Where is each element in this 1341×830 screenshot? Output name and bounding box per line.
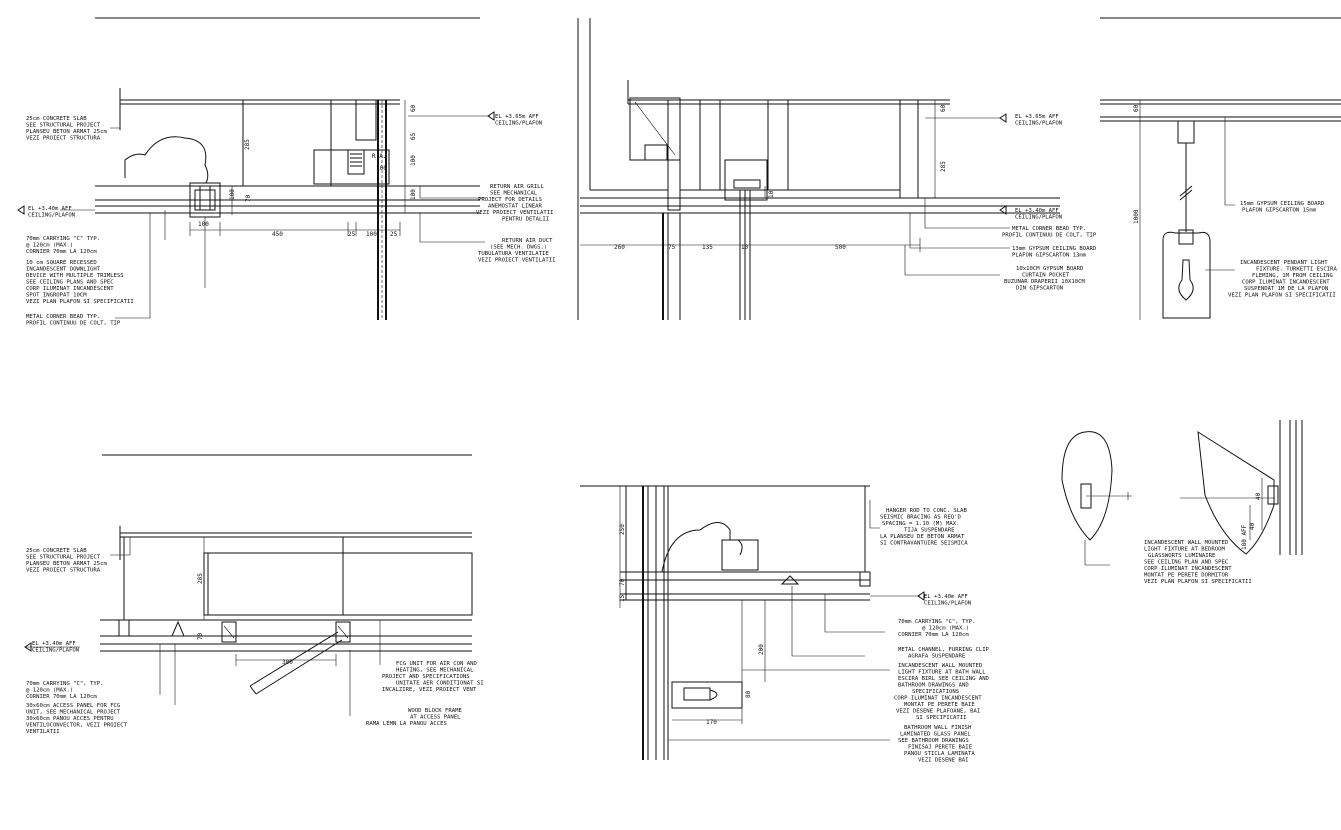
d1-dim-450: 450 [272, 231, 283, 238]
d2-dim-10b: 10 [768, 190, 775, 198]
d2-dim-75: 75 [668, 244, 676, 251]
d3-dim-60: 60 [1133, 104, 1140, 112]
d4-dim-70: 70 [197, 632, 204, 640]
d1-dim-285: 285 [244, 139, 251, 150]
detail-4-access-panel-section [24, 454, 473, 716]
d5-dim-15: 15 [619, 594, 626, 602]
d6-dim-180: 180 AFF [1241, 524, 1248, 550]
d5-dim-250: 250 [619, 524, 626, 535]
d2-dim-135: 135 [702, 244, 713, 251]
d4-carrying-note: 70mm CARRYING "C", TYP.@ 120cm (MAX.)COR… [26, 681, 103, 700]
d5-dim-200: 200 [758, 644, 765, 655]
d1-dim-100b: 100 [410, 189, 417, 200]
d5-dim-80: 80 [745, 690, 752, 698]
d3-dim-1000: 1000 [1133, 209, 1140, 224]
d1-dim-100e: 100 [366, 231, 377, 238]
d4-dim-300: 300 [282, 659, 293, 666]
detail-2-curtain-pocket-section [577, 18, 1060, 320]
d1-corner-bead-note: METAL CORNER BEAD TYP.PROFIL CONTINUU DE… [26, 314, 121, 327]
d4-dim-285: 285 [197, 573, 204, 584]
d1-dim-60: 60 [410, 104, 417, 112]
d5-dim-170: 170 [706, 719, 717, 726]
detail-6-bedroom-wall-light [1061, 420, 1303, 566]
d5-dim-70: 70 [619, 578, 626, 586]
detail-1-soffit-section [17, 17, 495, 320]
d1-dim-100d: 100 [198, 221, 209, 228]
d2-dim-500: 500 [835, 244, 846, 251]
d1-return-duct-note: RETURN AIR DUCT(SEE MECH. DWGS.)TUBULATU… [478, 238, 555, 264]
d5-carrying-note: 70mm CARRYING "C", TYP.@ 120cm (MAX.)COR… [898, 619, 975, 638]
d6-dim-40b: 40 [1249, 522, 1256, 530]
d1-dim-70: 70 [245, 194, 252, 202]
d1-dim-25b: 25 [390, 231, 398, 238]
d1-dim-100a: 100 [410, 155, 417, 166]
d6-dim-40a: 40 [1255, 492, 1262, 500]
detail-5-bathroom-wall-light [580, 485, 925, 760]
detail-3-pendant-light [1100, 17, 1341, 320]
d2-dim-10: 10 [741, 244, 749, 251]
d1-dim-100c: 100 [229, 189, 236, 200]
d2-dim-260: 260 [614, 244, 625, 251]
d1-carrying-note: 70mm CARRYING "C" TYP.@ 120cm (MAX.)CORN… [26, 236, 100, 255]
d2-corner-bead-note: METAL CORNER BEAD TYP.PROFIL CONTINUU DE… [1002, 226, 1097, 239]
d1-return-air-tag: R.A. [372, 153, 386, 160]
d2-dim-60: 60 [940, 104, 947, 112]
d2-dim-285: 285 [940, 161, 947, 172]
d1-dim-65: 65 [410, 132, 417, 140]
d1-dim-100f: 100 [376, 165, 387, 172]
d1-dim-25a: 25 [348, 231, 356, 238]
